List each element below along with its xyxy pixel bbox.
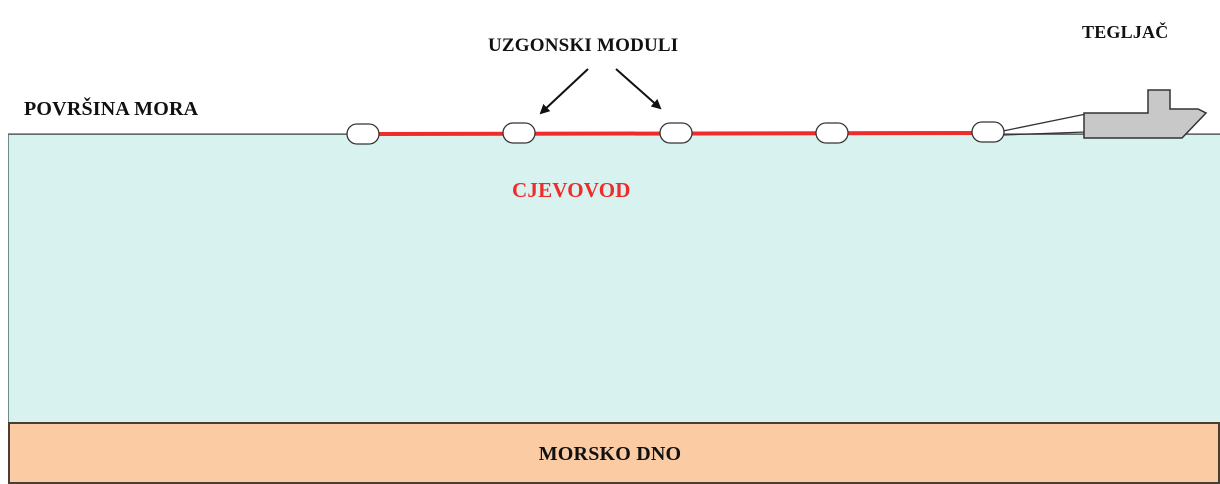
pipeline-label: CJEVOVOD (512, 178, 631, 202)
buoyancy-module (346, 123, 380, 145)
seabed-area (8, 422, 1220, 484)
buoyancy-module (971, 121, 1005, 143)
buoyancy-module (659, 122, 693, 144)
seabed-label: MORSKO DNO (538, 443, 682, 465)
buoyancy-module (502, 122, 536, 144)
arrow-to-module-2 (539, 68, 589, 115)
buoyancy-module (815, 122, 849, 144)
tow-line-lower (1002, 131, 1087, 136)
buoyancy-modules-label: UZGONSKI MODULI (488, 35, 679, 56)
buoyancy-modules (346, 121, 1005, 145)
arrow-to-module-3 (615, 68, 662, 110)
tow-line-upper (1002, 113, 1087, 132)
tugboat-label: TEGLJAČ (1082, 22, 1169, 42)
sea-area (8, 134, 1220, 422)
tugboat-icon (1083, 89, 1208, 139)
sea-surface-label: POVRŠINA MORA (24, 98, 199, 120)
